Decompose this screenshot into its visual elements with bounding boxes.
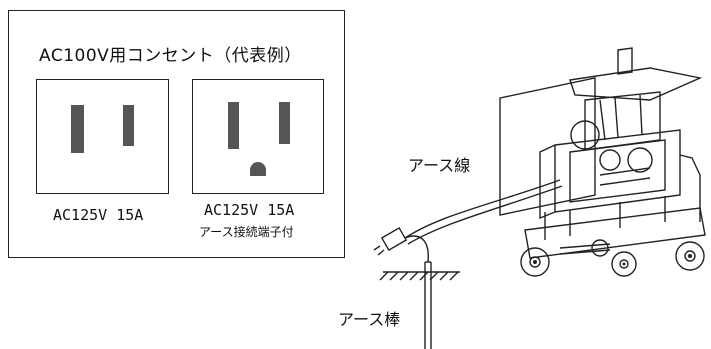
outlet-ground-hole: [250, 162, 266, 176]
outlet-b-rating: AC125V 15A: [204, 201, 295, 219]
earth-wire-label: アース線: [408, 156, 471, 175]
outlet-slot-left: [71, 105, 84, 153]
outlet-slot-left: [228, 102, 239, 149]
outlet-b-note: アース接続端子付: [199, 225, 294, 239]
outlet-2pin: [36, 79, 169, 194]
outlet-slot-right: [123, 105, 134, 146]
outlet-panel: AC100V用コンセント（代表例） AC125V 15A AC125V 15A …: [8, 10, 345, 258]
earth-rod-label: アース棒: [338, 310, 401, 329]
outlet-a-rating: AC125V 15A: [53, 206, 144, 224]
outlet-3pin: [192, 79, 324, 194]
outlet-slot-right: [279, 102, 290, 144]
panel-title: AC100V用コンセント（代表例）: [39, 46, 302, 66]
